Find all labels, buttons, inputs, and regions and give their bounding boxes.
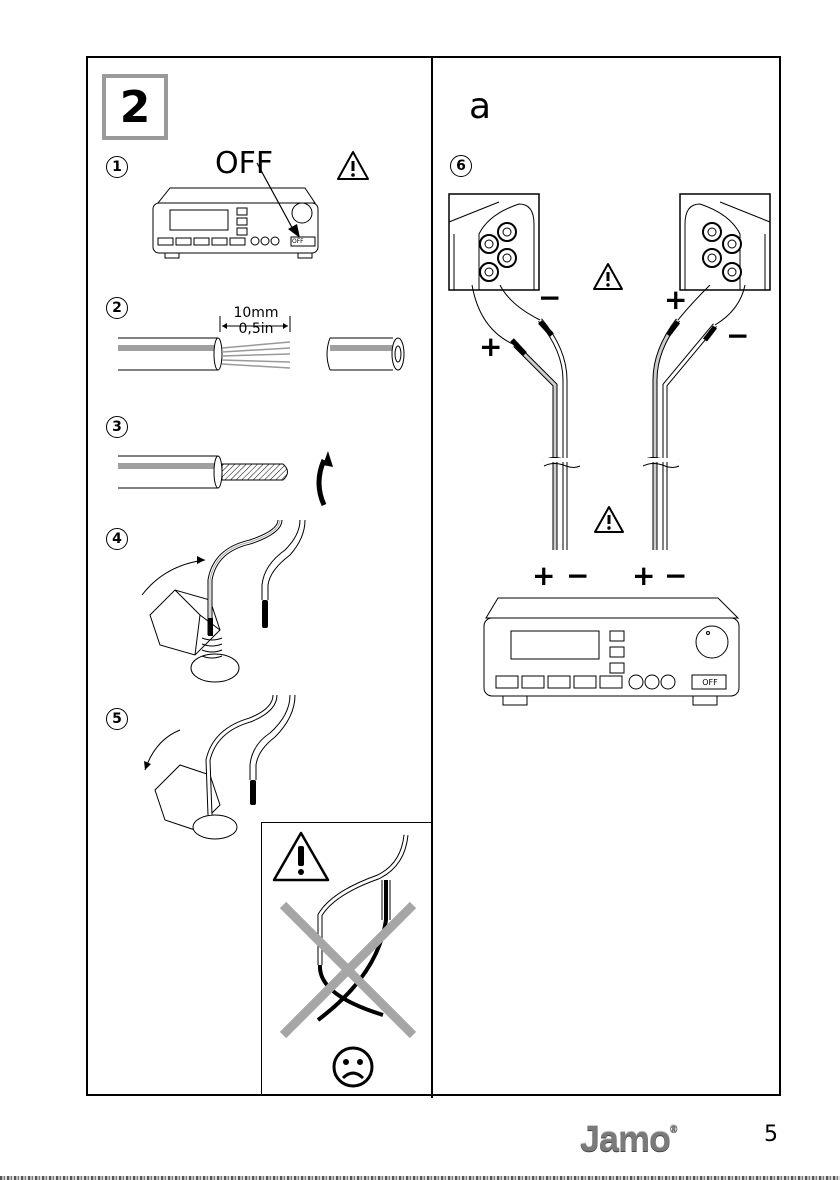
warning-icon: [593, 505, 625, 535]
left-speaker-terminal-panel: [449, 194, 539, 290]
page-number: 5: [764, 1122, 778, 1147]
amplifier-illustration: [483, 596, 743, 711]
sad-face-icon: [331, 1045, 375, 1089]
step-number: 4: [112, 531, 122, 547]
right-speaker-terminal-panel: [680, 194, 770, 290]
step-number: 6: [456, 158, 466, 174]
off-button-label: OFF: [697, 678, 723, 687]
amp-terminal-sign-2: −: [566, 562, 589, 590]
section-number: 2: [120, 82, 151, 133]
stripped-wire-illustration: [118, 312, 418, 382]
step-number: 1: [112, 159, 122, 175]
amp-terminal-sign-1: +: [532, 562, 555, 590]
section-number-box: 2: [102, 74, 168, 140]
step-5-marker: 5: [106, 708, 128, 730]
step-4-marker: 4: [106, 528, 128, 550]
warning-icon: [336, 150, 370, 182]
amplifier-illustration: [150, 183, 320, 263]
registered-mark: ®: [670, 1124, 676, 1135]
shorted-wires-illustration: [278, 835, 428, 1055]
step-6-marker: 6: [450, 155, 472, 177]
step-number: 3: [112, 419, 122, 435]
step-3-marker: 3: [106, 416, 128, 438]
terminal-loosen-illustration: [140, 520, 320, 695]
step-1-marker: 1: [106, 156, 128, 178]
amp-terminal-sign-3: +: [632, 562, 655, 590]
twisted-wire-illustration: [118, 445, 358, 515]
page-edge: [0, 1176, 840, 1180]
brand-name: Jamo: [580, 1118, 670, 1159]
variant-label: a: [469, 86, 491, 127]
brand-logo: Jamo®: [580, 1118, 676, 1160]
off-button-label: OFF: [292, 238, 304, 245]
step-number: 5: [112, 711, 122, 727]
amp-terminal-sign-4: −: [664, 562, 687, 590]
